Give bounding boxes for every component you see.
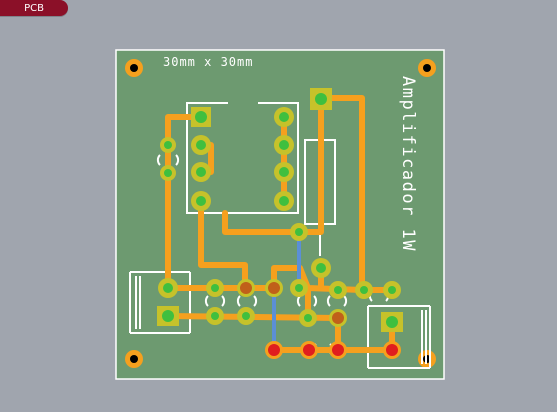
bottom-layer-pads <box>265 341 401 359</box>
board-title-label: Amplificador 1W <box>398 76 418 252</box>
jumper-wires <box>272 230 301 352</box>
round-pads <box>158 107 401 327</box>
square-pads <box>157 88 403 332</box>
pcb-tab[interactable]: PCB <box>0 0 68 16</box>
pcb-tab-label: PCB <box>24 2 44 14</box>
board-dimensions-label: 30mm x 30mm <box>163 55 253 69</box>
